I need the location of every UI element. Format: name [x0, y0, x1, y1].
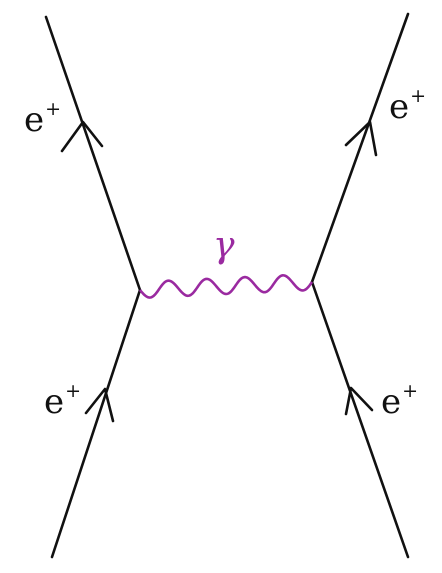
- fermion-line-bottom-left: [50, 288, 142, 559]
- arrow-bottom-right: [344, 386, 374, 416]
- particle-label-bottom-right: e+: [381, 380, 418, 422]
- fermion-line-top-right: [310, 12, 410, 284]
- particle-charge: +: [45, 98, 61, 120]
- particle-base: e: [44, 382, 64, 422]
- fermion-line-top-left: [44, 15, 142, 292]
- fermion-line-bottom-right: [310, 280, 410, 559]
- photon-propagator: [139, 274, 314, 299]
- particle-base: e: [24, 100, 44, 140]
- particle-label-top-right: e+: [389, 85, 426, 127]
- particle-label-bottom-left: e+: [44, 380, 81, 422]
- particle-base: e: [389, 87, 409, 127]
- particle-label-top-left: e+: [24, 98, 61, 140]
- particle-base: e: [381, 382, 401, 422]
- arrow-top-left: [60, 120, 104, 153]
- photon-label: γ: [213, 225, 235, 266]
- arrow-bottom-left: [84, 387, 115, 423]
- particle-charge: +: [65, 380, 81, 402]
- arrow-top-right: [344, 120, 378, 157]
- particle-charge: +: [410, 85, 426, 107]
- particle-charge: +: [402, 380, 418, 402]
